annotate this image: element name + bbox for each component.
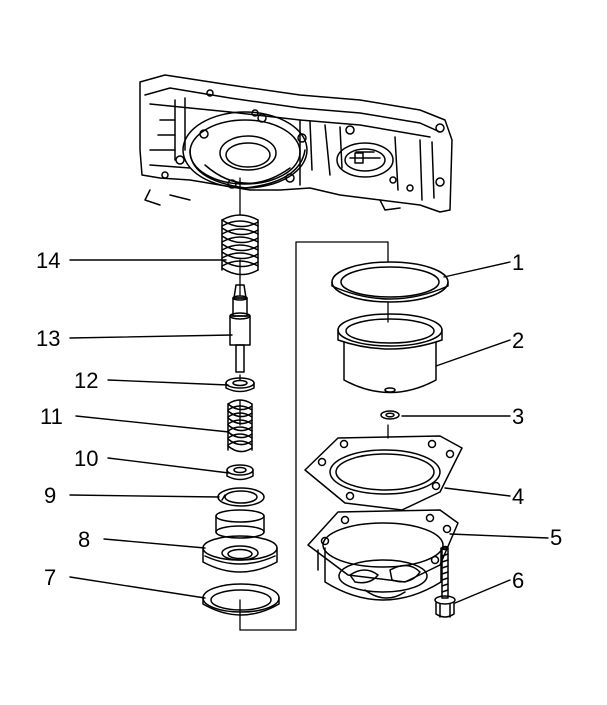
label-1: 1 (512, 250, 524, 275)
transmission-case (139, 74, 453, 213)
part-12-washer (225, 377, 255, 393)
leader-1 (443, 261, 511, 278)
part-number-labels: 1 2 3 4 5 6 14 13 12 11 10 9 8 7 (36, 248, 562, 593)
part-9-snap-ring (217, 487, 265, 507)
leader-13 (69, 334, 233, 339)
label-2: 2 (512, 328, 524, 353)
label-14: 14 (36, 248, 60, 273)
label-12: 12 (74, 368, 98, 393)
label-3: 3 (512, 404, 524, 429)
leader-8 (103, 538, 206, 549)
label-8: 8 (78, 527, 90, 552)
part-14-spring (221, 214, 259, 276)
part-6-bolt (434, 545, 456, 618)
leader-4 (444, 487, 511, 497)
leader-12 (107, 379, 229, 386)
label-9: 9 (44, 483, 56, 508)
part-1-o-ring (331, 261, 449, 303)
label-11: 11 (40, 404, 63, 429)
part-5-cover (307, 509, 459, 601)
leader-9 (69, 494, 220, 498)
leader-6 (454, 579, 511, 604)
label-7: 7 (44, 565, 56, 590)
part-2-piston-cup (337, 313, 443, 394)
part-11-spring (227, 399, 253, 453)
label-4: 4 (512, 484, 524, 509)
part-13-pin (229, 284, 251, 373)
label-6: 6 (512, 568, 524, 593)
leader-7 (69, 576, 206, 599)
label-13: 13 (36, 326, 60, 351)
label-10: 10 (74, 446, 98, 471)
part-7-seal-ring (202, 583, 280, 616)
leader-11 (75, 415, 230, 433)
leader-lines (69, 259, 549, 604)
part-3-washer (380, 410, 400, 420)
part-10-washer (226, 464, 254, 481)
leader-2 (435, 339, 511, 367)
label-5: 5 (550, 525, 562, 550)
part-4-gasket (304, 435, 463, 511)
assembly-axis-lines (239, 177, 389, 631)
part-8-piston (202, 509, 278, 573)
leader-10 (107, 457, 230, 474)
leader-5 (449, 533, 549, 539)
